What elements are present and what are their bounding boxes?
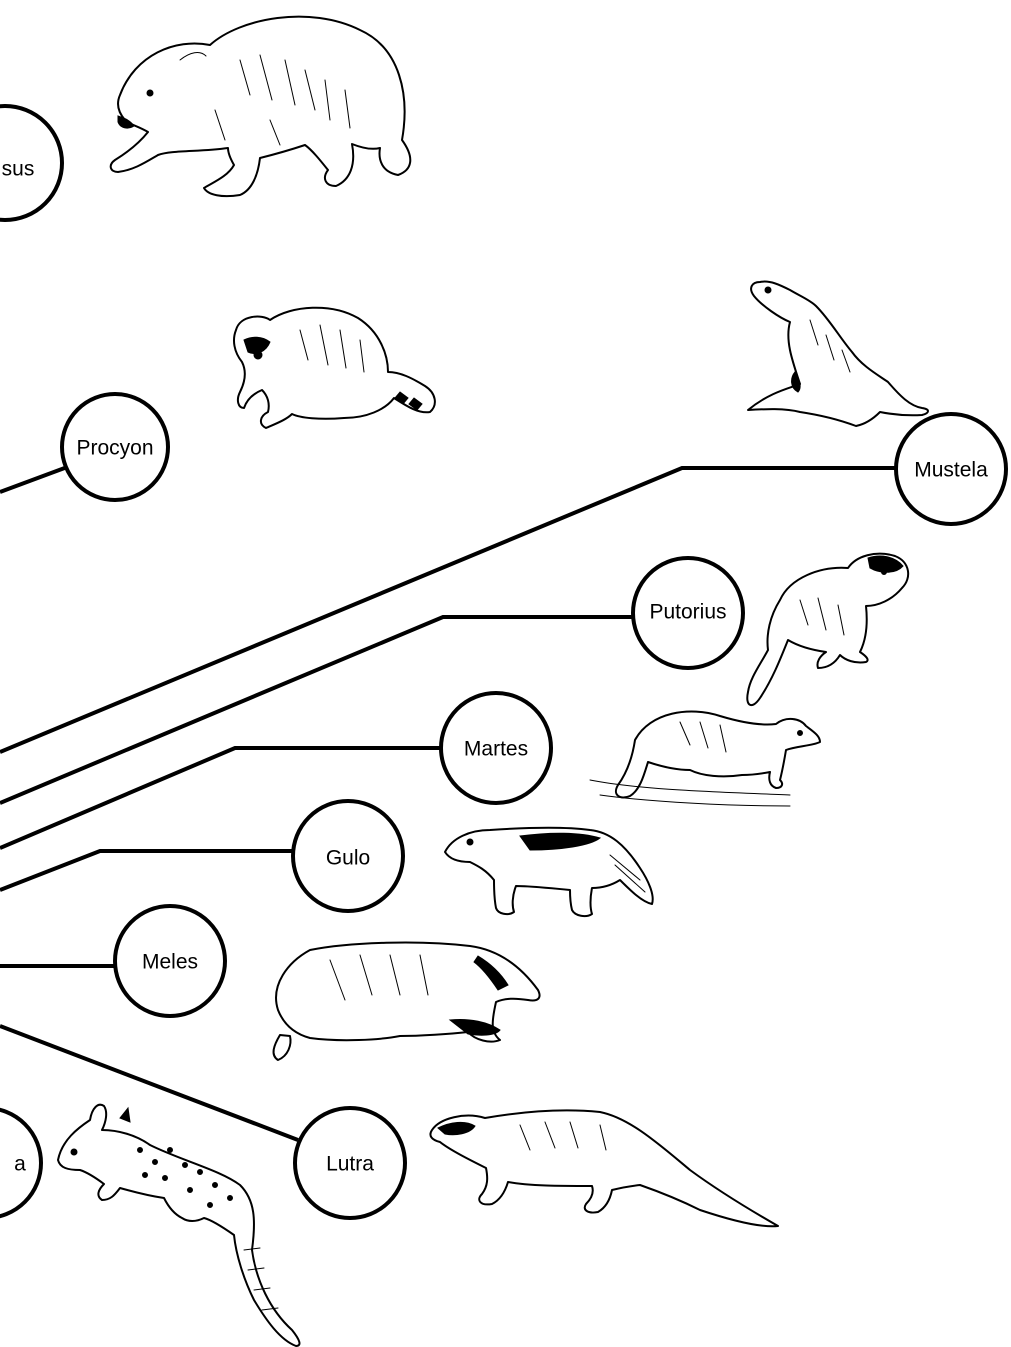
node-circle-mustela	[894, 412, 1008, 526]
node-ursus: sus	[0, 104, 64, 222]
genet-spots	[137, 1147, 233, 1208]
label-procyon: Procyon	[76, 437, 153, 460]
branch-gulo	[0, 849, 293, 892]
raccoon-illustration	[233, 306, 436, 429]
genet-illustration	[57, 1103, 301, 1347]
label-mustela: Mustela	[914, 459, 988, 482]
node-meles: Meles	[113, 904, 227, 1018]
label-gulo: Gulo	[326, 847, 370, 870]
node-circle-procyon	[60, 392, 170, 502]
branch-putorius	[0, 615, 633, 805]
label-putorius: Putorius	[649, 601, 726, 624]
node-circle-genetta	[0, 1107, 43, 1219]
node-gulo: Gulo	[291, 799, 405, 913]
polecat-illustration	[746, 552, 910, 707]
node-putorius: Putorius	[631, 556, 745, 670]
branch-mustela	[0, 466, 897, 754]
marten-illustration	[589, 710, 821, 807]
node-circle-ursus	[0, 104, 64, 222]
branch-lines	[0, 464, 897, 1142]
branch-martes	[0, 746, 440, 850]
label-lutra: Lutra	[326, 1153, 374, 1176]
weasel-illustration	[747, 280, 929, 427]
node-circle-lutra	[293, 1106, 407, 1220]
label-genetta: a	[14, 1153, 26, 1176]
otter-illustration	[429, 1109, 779, 1228]
branch-procyon	[0, 464, 71, 494]
node-circle-gulo	[291, 799, 405, 913]
node-circle-martes	[439, 691, 553, 805]
node-procyon: Procyon	[60, 392, 170, 502]
branch-lutra	[0, 1024, 299, 1142]
node-circle-meles	[113, 904, 227, 1018]
badger-illustration	[272, 941, 541, 1061]
bear-illustration	[109, 15, 412, 198]
label-meles: Meles	[142, 951, 198, 974]
label-martes: Martes	[464, 738, 528, 761]
node-lutra: Lutra	[293, 1106, 407, 1220]
node-martes: Martes	[439, 691, 553, 805]
node-genetta: a	[0, 1107, 43, 1219]
node-mustela: Mustela	[894, 412, 1008, 526]
label-ursus: sus	[2, 158, 35, 181]
wolverine-illustration	[444, 826, 654, 918]
node-circle-putorius	[631, 556, 745, 670]
